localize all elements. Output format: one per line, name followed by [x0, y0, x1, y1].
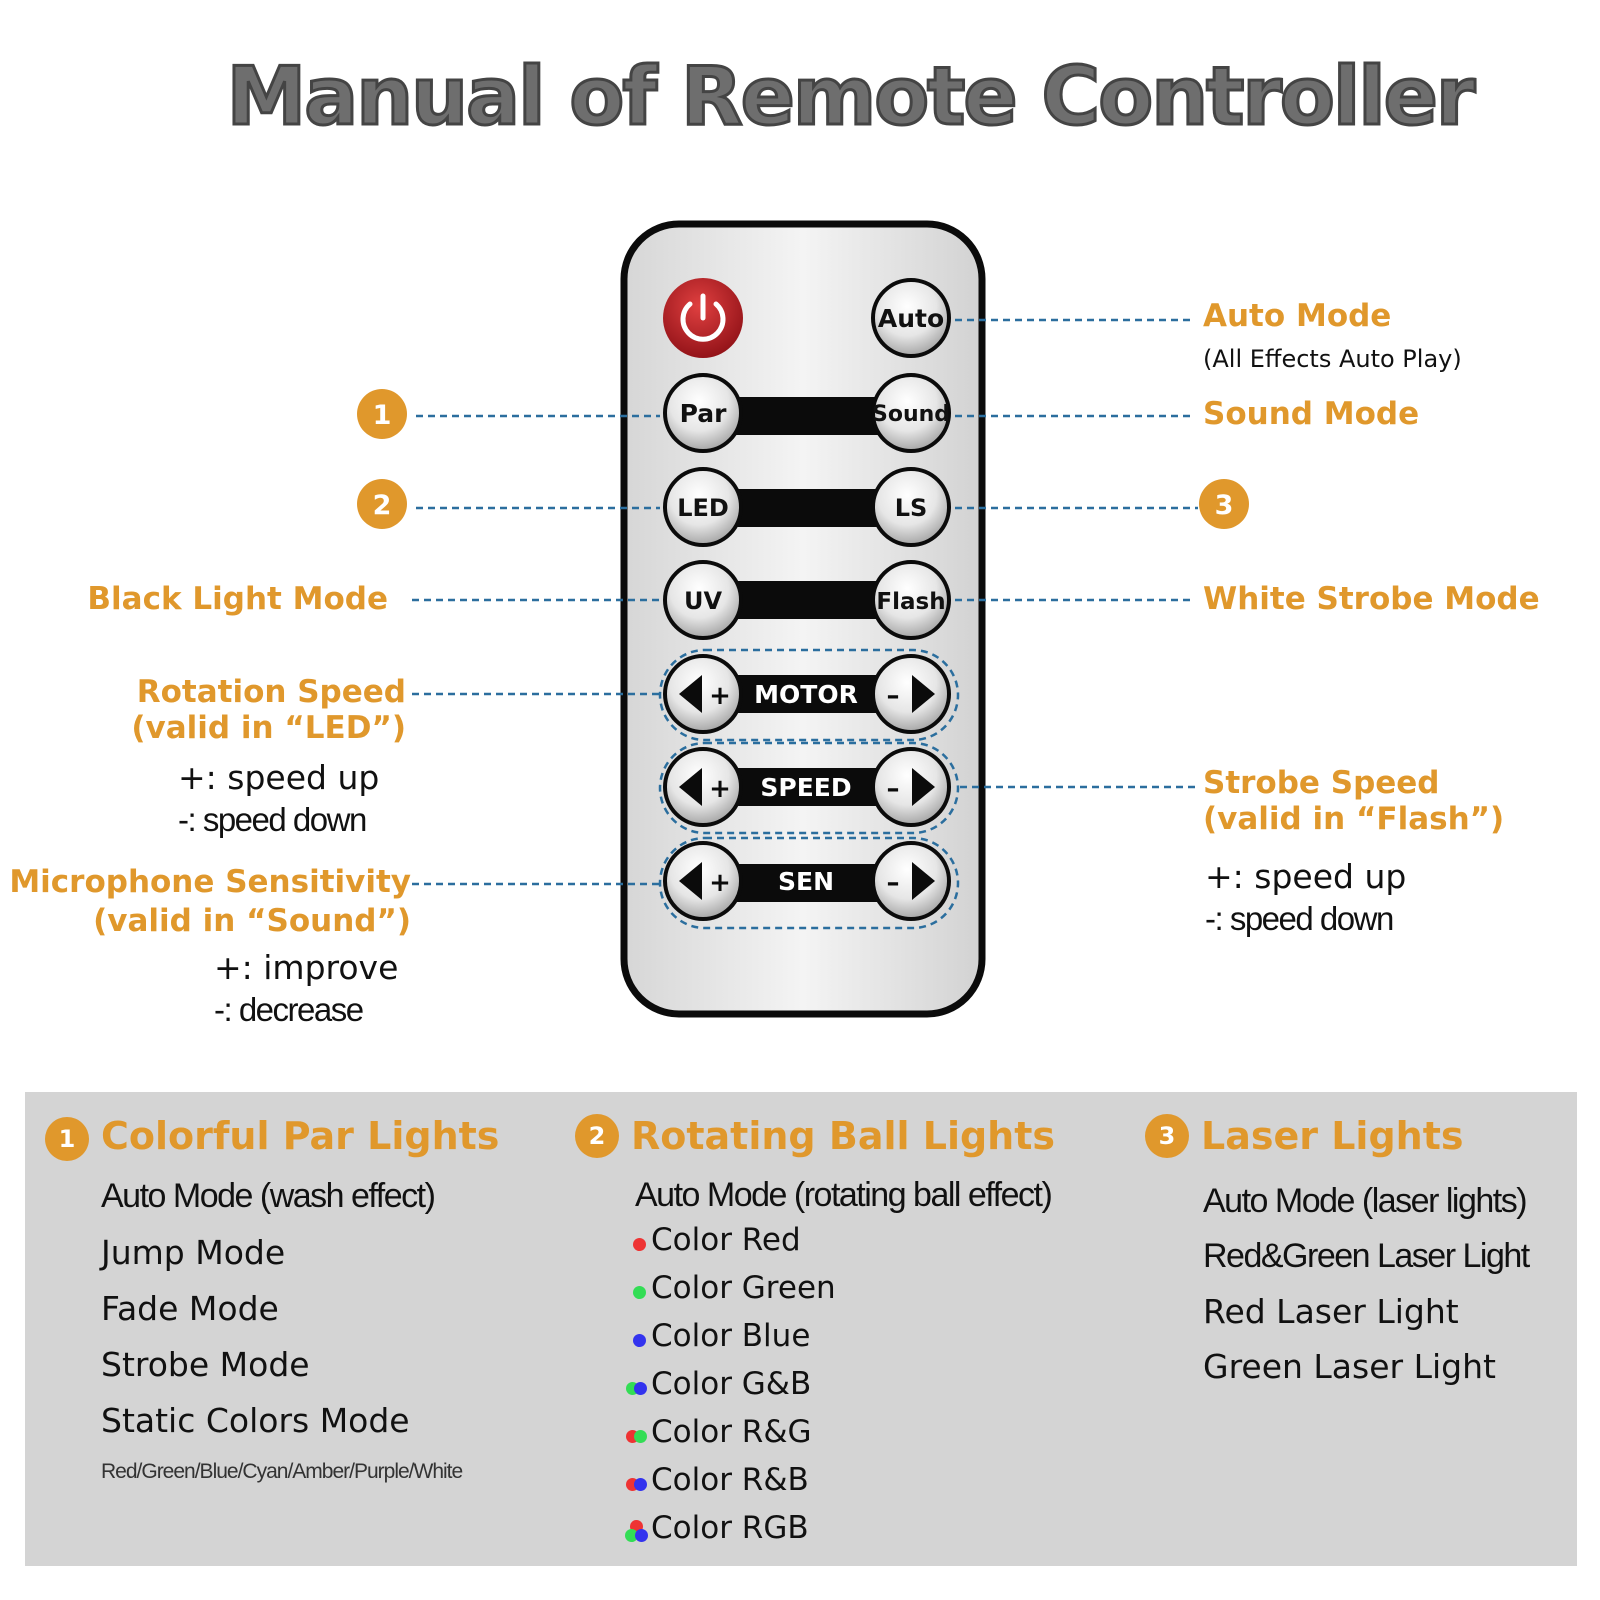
col2-item: Color Blue — [651, 1318, 811, 1354]
power-button — [663, 278, 743, 358]
mic-sensitivity-label: Microphone Sensitivity — [9, 864, 411, 900]
green-dot-icon — [634, 1430, 647, 1443]
rotation-plus-text: +: speed up — [178, 758, 380, 797]
sound-button — [871, 373, 951, 453]
col3-item: Red&Green Laser Light — [1203, 1237, 1530, 1275]
sen-label: SEN — [778, 867, 834, 896]
mic-plus-text: +: improve — [214, 948, 399, 987]
green-dot-icon — [625, 1529, 638, 1542]
sound-label: Sound — [872, 402, 950, 427]
blue-dot-icon — [634, 1382, 647, 1395]
ls-button — [871, 467, 951, 547]
uv-button — [663, 560, 743, 640]
minus-sign: – — [887, 681, 900, 711]
ls-label: LS — [895, 494, 928, 522]
right-arrow-icon — [912, 862, 935, 900]
plus-sign: + — [709, 774, 731, 804]
col1-item: Jump Mode — [101, 1233, 286, 1272]
leader-lines — [412, 318, 1200, 886]
right-arrow-icon — [912, 768, 935, 806]
auto-button — [871, 278, 951, 358]
strobe-valid-label: (valid in “Flash”) — [1203, 801, 1505, 837]
rotation-valid-label: (valid in “LED”) — [131, 710, 406, 746]
black-light-label: Black Light Mode — [87, 581, 388, 617]
blue-dot-icon — [635, 1529, 648, 1542]
col1-note: Red/Green/Blue/Cyan/Amber/Purple/White — [101, 1460, 463, 1483]
strobe-minus-text: -: speed down — [1205, 900, 1394, 937]
led-label: LED — [677, 494, 729, 522]
left-arrow-icon — [679, 675, 702, 713]
rotation-speed-label: Rotation Speed — [136, 674, 406, 710]
mic-minus-text: -: decrease — [214, 991, 364, 1028]
col2-item: Color Red — [651, 1222, 801, 1258]
col1-item: Static Colors Mode — [101, 1401, 410, 1440]
col3-item: Auto Mode (laser lights) — [1203, 1182, 1528, 1220]
col2-auto: Auto Mode (rotating ball effect) — [635, 1176, 1053, 1214]
uv-label: UV — [684, 587, 722, 615]
remote-diagram: Auto Par Sound LED LS UV Flash MOTOR SPE… — [357, 220, 1249, 1018]
svg-text:3: 3 — [1215, 490, 1234, 521]
col3-title: Laser Lights — [1201, 1114, 1464, 1158]
speed-minus-button — [871, 747, 951, 827]
red-dot-icon — [633, 1238, 646, 1251]
led-button — [663, 467, 743, 547]
white-strobe-label: White Strobe Mode — [1203, 581, 1540, 617]
col2-item: Color Green — [651, 1270, 836, 1306]
col1-title: Colorful Par Lights — [101, 1114, 500, 1158]
col3-badge: 3 — [1145, 1114, 1189, 1158]
badge-2: 2 — [357, 479, 407, 529]
col3-item: Red Laser Light — [1203, 1292, 1459, 1331]
svg-text:1: 1 — [373, 400, 392, 431]
strobe-plus-text: +: speed up — [1205, 857, 1407, 896]
page-title: Manual of Remote Controller — [225, 50, 1477, 143]
right-arrow-icon — [912, 675, 935, 713]
col2-item: Color R&B — [651, 1462, 809, 1498]
auto-mode-label: Auto Mode — [1203, 298, 1392, 334]
badge-3: 3 — [1199, 479, 1249, 529]
rotation-minus-text: -: speed down — [178, 801, 367, 838]
plus-sign: + — [709, 681, 731, 711]
speed-label: SPEED — [760, 773, 851, 802]
left-arrow-icon — [679, 768, 702, 806]
svg-text:2: 2 — [373, 490, 392, 521]
col1-item: Auto Mode (wash effect) — [101, 1177, 436, 1215]
motor-label: MOTOR — [754, 680, 858, 709]
auto-mode-sub: (All Effects Auto Play) — [1203, 345, 1462, 373]
col1-item: Strobe Mode — [101, 1345, 310, 1384]
par-label: Par — [680, 399, 728, 428]
col2-item: Color RGB — [651, 1510, 809, 1546]
flash-label: Flash — [876, 589, 945, 615]
plus-sign: + — [709, 868, 731, 898]
col2-item: Color R&G — [651, 1414, 812, 1450]
par-button — [663, 373, 743, 453]
col2-title: Rotating Ball Lights — [631, 1114, 1056, 1158]
minus-sign: – — [887, 868, 900, 898]
left-arrow-icon — [679, 862, 702, 900]
green-dot-icon — [633, 1286, 646, 1299]
col3-item: Green Laser Light — [1203, 1347, 1496, 1386]
col1-item: Fade Mode — [101, 1289, 279, 1328]
speed-plus-button — [663, 747, 743, 827]
col1-badge: 1 — [45, 1117, 89, 1161]
blue-dot-icon — [633, 1334, 646, 1347]
minus-sign: – — [887, 774, 900, 804]
blue-dot-icon — [634, 1478, 647, 1491]
strobe-speed-label: Strobe Speed — [1203, 765, 1440, 801]
motor-minus-button — [871, 654, 951, 734]
col2-badge: 2 — [575, 1114, 619, 1158]
sen-plus-button — [663, 841, 743, 921]
col2-item: Color G&B — [651, 1366, 812, 1402]
mic-valid-label: (valid in “Sound”) — [93, 903, 411, 939]
flash-button — [871, 560, 951, 640]
legend-panel: 1 Colorful Par Lights Auto Mode (wash ef… — [25, 1092, 1577, 1566]
sen-minus-button — [871, 841, 951, 921]
badge-1: 1 — [357, 389, 407, 439]
sound-mode-label: Sound Mode — [1203, 396, 1420, 432]
motor-plus-button — [663, 654, 743, 734]
auto-label: Auto — [878, 304, 944, 333]
